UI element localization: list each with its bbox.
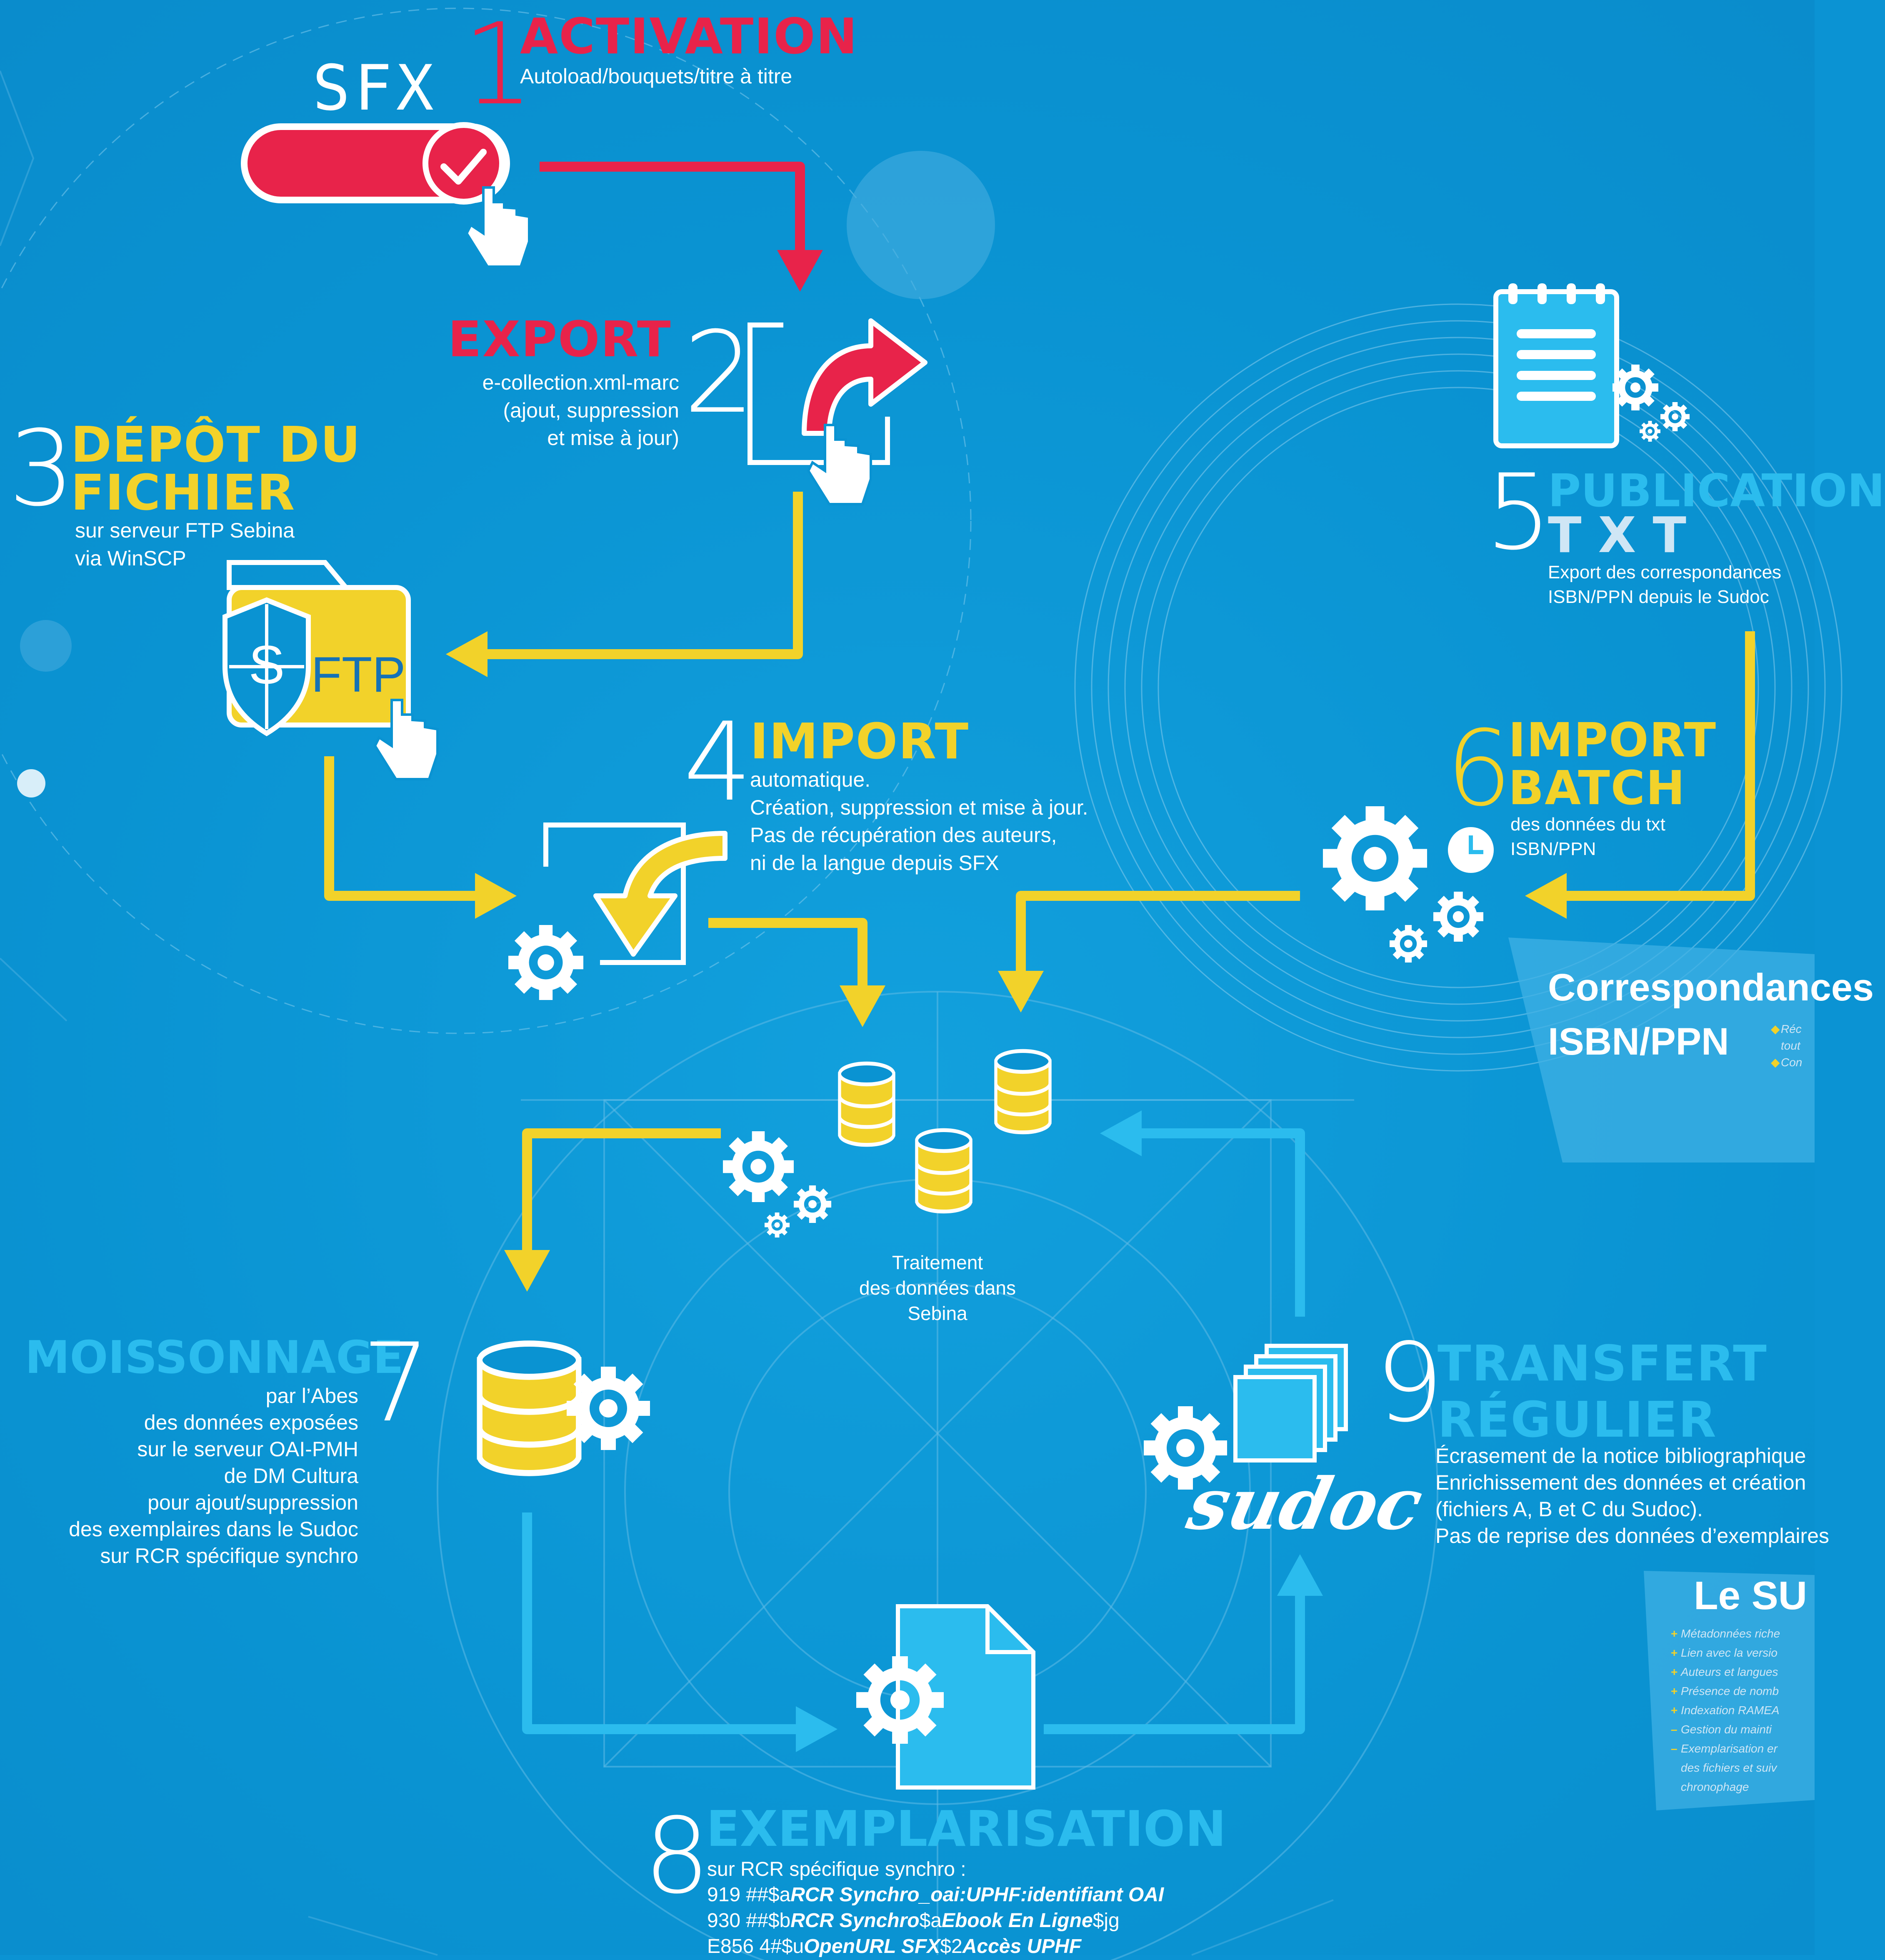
step-9-title: TRANSFERT RÉGULIER <box>1438 1335 1768 1448</box>
step-3-description: sur serveur FTP Sebina via WinSCP <box>75 519 295 570</box>
step-5-number: 5 <box>1485 452 1552 573</box>
step-4-description: automatique. Création, suppression et mi… <box>750 768 1088 875</box>
gear-icon <box>765 1212 790 1238</box>
step-1-subtitle: Autoload/bouquets/titre à titre <box>520 65 792 88</box>
sfx-logo: SFX <box>312 52 438 125</box>
step-9-number: 9 <box>1375 1320 1444 1446</box>
step-2-description: e-collection.xml-marc (ajout, suppressio… <box>482 371 679 450</box>
center-caption: Traitement des données dans Sebina <box>859 1252 1016 1325</box>
gear-icon <box>508 925 583 1000</box>
su-panel-item: chronophage <box>1681 1780 1749 1793</box>
step-4-title: IMPORT <box>750 712 970 770</box>
stacked-pages-icon <box>1233 1344 1348 1462</box>
hand-pointer-icon <box>465 186 530 268</box>
gear-icon <box>1612 365 1658 410</box>
gear-icon <box>794 1185 831 1223</box>
su-panel-item: +Indexation RAMEA <box>1671 1704 1780 1717</box>
step-7-title: MOISSONNAGE <box>25 1332 404 1384</box>
document-gear-icon <box>856 1604 1035 1790</box>
background-decoration <box>0 8 1842 1960</box>
step-1-number: 1 <box>462 0 534 130</box>
su-panel-item: –Gestion du mainti <box>1671 1723 1772 1736</box>
database-icon <box>480 1344 579 1473</box>
diagram-graphics: S FTP <box>222 122 1815 1810</box>
gear-icon <box>1390 925 1427 962</box>
ftp-icon-letter: S <box>249 634 285 695</box>
hand-pointer-icon <box>373 699 439 780</box>
hand-pointer-icon <box>807 424 872 505</box>
su-panel-item: +Métadonnées riche <box>1671 1627 1780 1640</box>
arrow-1-to-2 <box>540 162 823 292</box>
correspondances-panel-bg <box>1508 938 1815 1162</box>
step-8-title: EXEMPLARISATION <box>706 1800 1226 1858</box>
gear-icon <box>1660 402 1690 431</box>
ftp-icon-label: FTP <box>311 647 406 702</box>
gear-icon <box>1640 421 1660 442</box>
database-icon <box>840 1063 894 1145</box>
toggle-check-icon <box>440 149 487 185</box>
clock-icon <box>1448 827 1494 873</box>
step-8-code-line-2: 930 ##$bRCR Synchro$aEbook En Ligne$jg <box>707 1910 1120 1932</box>
su-panel-title: Le SU <box>1694 1573 1808 1618</box>
arrow-center-to-7 <box>504 1128 721 1292</box>
step-7-number: 7 <box>362 1320 431 1446</box>
correspondances-panel-title: Correspondances ISBN/PPN <box>1548 966 1874 1063</box>
step-8-intro: sur RCR spécifique synchro : <box>707 1858 966 1880</box>
step-8-code-line-1: 919 ##$aRCR Synchro_oai:UPHF:identifiant… <box>707 1884 1164 1906</box>
su-panel-item: +Auteurs et langues <box>1671 1665 1778 1678</box>
step-9-description: Écrasement de la notice bibliographique … <box>1435 1444 1829 1548</box>
import-arrow-icon <box>543 822 728 965</box>
su-panel-item: +Lien avec la versio <box>1671 1646 1778 1659</box>
step-2-title: EXPORT <box>448 310 672 368</box>
step-6-number: 6 <box>1446 708 1512 829</box>
step-8-code-line-3: E856 4#$uOpenURL SFX$2Accès UPHF <box>707 1935 1082 1958</box>
su-panel-item: –Exemplarisation er <box>1671 1742 1778 1755</box>
shield-icon <box>222 597 311 736</box>
step-3-title: DÉPÔT DU FICHIER <box>71 416 361 521</box>
su-panel-list: +Métadonnées riche +Lien avec la versio … <box>1671 1624 1780 1797</box>
gear-icon <box>723 1131 794 1202</box>
export-arrow-icon <box>748 318 928 465</box>
step-5-title-txt: TXT <box>1548 506 1703 564</box>
arrow-8-to-9 <box>1044 1554 1323 1734</box>
correspondances-panel-items: ◆Réc tout ◆Con <box>1771 1022 1802 1069</box>
arrow-9-to-center <box>1100 1110 1305 1317</box>
gear-icon <box>567 1367 650 1450</box>
arrow-6-to-center <box>998 891 1300 1012</box>
arrow-2-to-3 <box>446 492 803 677</box>
arrow-7-to-8 <box>522 1512 838 1752</box>
sfx-toggle <box>241 122 510 205</box>
notepad-icon <box>1493 283 1619 448</box>
step-1-title: ACTIVATION <box>520 8 858 65</box>
step-7-description: par l’Abes des données exposées sur le s… <box>69 1384 358 1568</box>
su-panel-item: +Présence de nomb <box>1671 1685 1779 1698</box>
gear-icon <box>1433 892 1483 942</box>
sudoc-logo: sudoc <box>1180 1462 1430 1546</box>
ftp-folder-icon <box>222 560 411 736</box>
step-5-title: PUBLICATION <box>1548 465 1885 517</box>
arrow-5-to-6 <box>1525 631 1755 919</box>
step-2-number: 2 <box>683 307 755 438</box>
step-3-number: 3 <box>8 408 75 529</box>
su-panel-item: des fichiers et suiv <box>1681 1761 1777 1774</box>
su-panel-bg <box>1644 1571 1815 1810</box>
database-icon <box>917 1130 971 1211</box>
arrow-3-to-4 <box>324 756 517 919</box>
database-icon <box>996 1051 1050 1132</box>
gear-icon <box>1323 806 1427 910</box>
step-4-number: 4 <box>683 700 752 825</box>
step-6-description: des données du txt ISBN/PPN <box>1510 814 1665 859</box>
step-8-number: 8 <box>644 1795 710 1917</box>
step-5-description: Export des correspondances ISBN/PPN depu… <box>1548 562 1782 607</box>
step-6-title: IMPORT BATCH <box>1508 713 1717 815</box>
arrow-4-to-center <box>708 918 885 1027</box>
